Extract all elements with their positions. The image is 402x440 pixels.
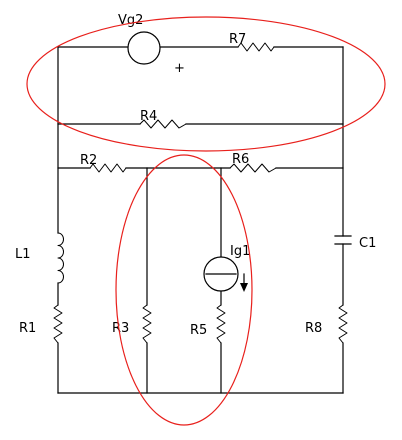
highlight-ellipse-center [115, 154, 253, 426]
r8-label: R8 [305, 321, 322, 336]
r6-resistor-icon [229, 163, 277, 173]
vg2-source-icon [127, 31, 161, 65]
capacitor-c1: C1 [334, 235, 376, 251]
highlight-ellipse-top [26, 16, 386, 152]
r3-resistor-icon [142, 304, 152, 344]
inductor-l1: L1 [15, 232, 64, 284]
resistor-r5: R5 [190, 304, 226, 344]
wires [57, 46, 344, 394]
r3-label: R3 [112, 321, 129, 336]
r2-label: R2 [80, 153, 97, 168]
resistor-r4: R4 [139, 109, 187, 129]
r5-resistor-icon [216, 304, 226, 344]
vg2-polarity-plus: + [174, 61, 185, 76]
r5-label: R5 [190, 323, 207, 338]
l1-inductor-icon [57, 232, 64, 284]
resistor-r1: R1 [19, 304, 63, 344]
vg2-label: Vg2 [118, 13, 143, 28]
r6-label: R6 [232, 152, 249, 167]
r1-resistor-icon [53, 304, 63, 344]
c1-label: C1 [359, 236, 376, 251]
r2-resistor-icon [89, 163, 127, 173]
ig1-direction-arrow-icon [240, 283, 248, 292]
resistor-r2: R2 [80, 153, 127, 173]
resistor-r3: R3 [112, 304, 152, 344]
ig1-label: Ig1 [230, 244, 250, 259]
r8-resistor-icon [338, 304, 348, 344]
r1-label: R1 [19, 321, 36, 336]
resistor-r6: R6 [229, 152, 277, 173]
r7-label: R7 [229, 32, 246, 47]
r7-resistor-icon [237, 42, 275, 52]
current-source-ig1: Ig1 [203, 244, 250, 292]
l1-label: L1 [15, 247, 31, 262]
vg2-voltage-source: Vg2 + [118, 13, 185, 76]
resistor-r8: R8 [305, 304, 348, 344]
r4-resistor-icon [139, 119, 187, 129]
resistor-r7: R7 [229, 32, 275, 52]
r4-label: R4 [140, 109, 157, 124]
